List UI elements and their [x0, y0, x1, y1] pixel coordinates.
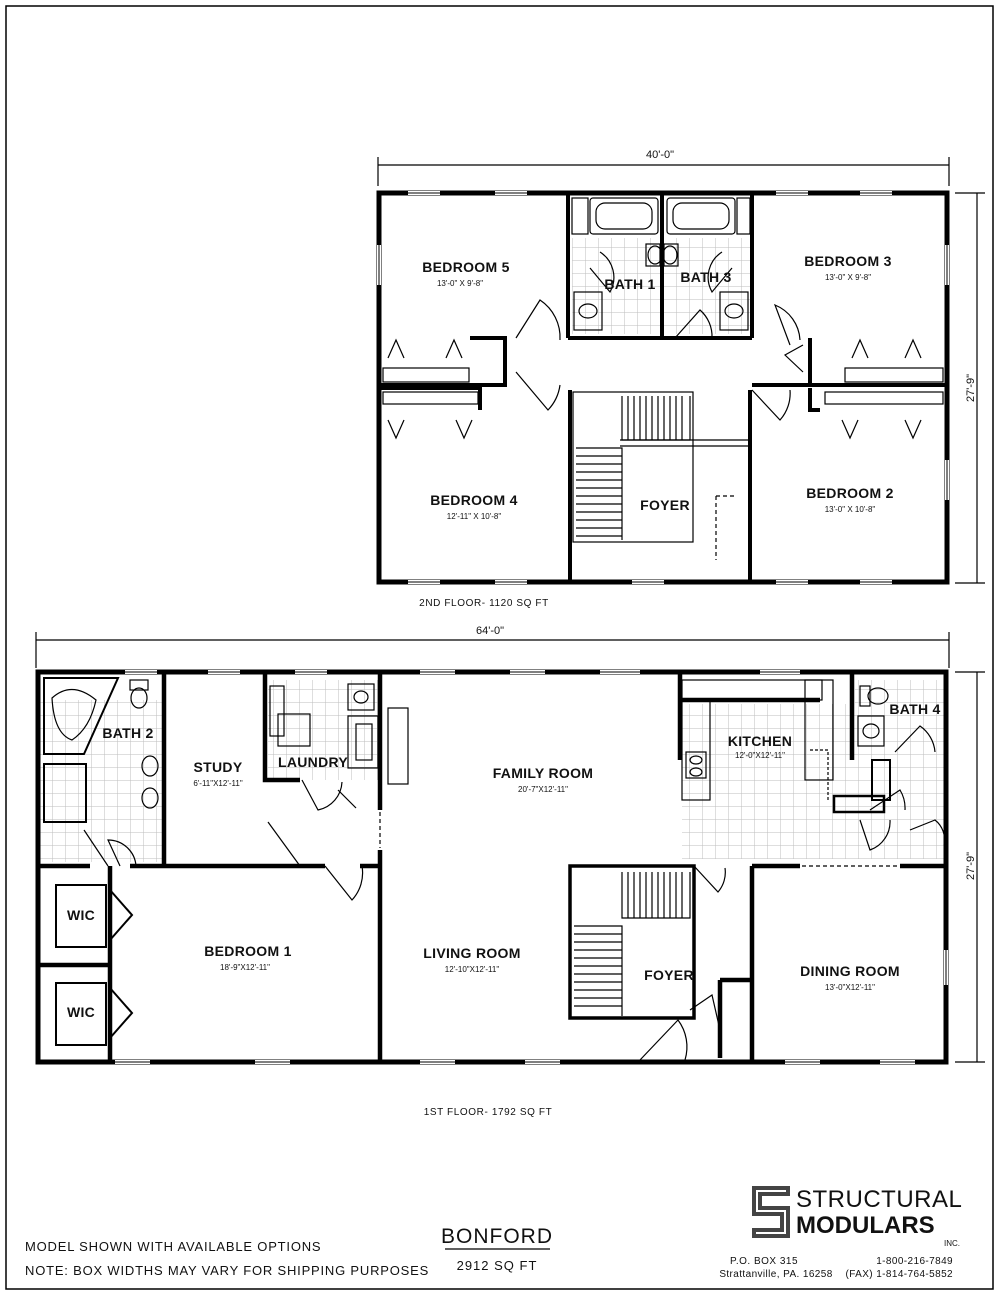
sheet-border: [5, 5, 994, 1290]
upper-width-dimension: 40'-0": [377, 149, 950, 186]
room-size-bedroom-2: 13'-0" X 10'-8": [825, 505, 876, 514]
main-floor-caption: 1ST FLOOR- 1792 SQ FT: [424, 1107, 553, 1118]
structural-modulars-logo-icon: [752, 1186, 790, 1238]
room-label-bedroom-5: BEDROOM 5: [422, 259, 510, 275]
room-label-bedroom-3: BEDROOM 3: [804, 253, 892, 269]
room-label-bedroom-1: BEDROOM 1: [204, 943, 292, 959]
title-block: MODEL SHOWN WITH AVAILABLE OPTIONS NOTE:…: [25, 1186, 962, 1280]
main-exterior-wall: [35, 669, 949, 1065]
upper-window-marks: [378, 192, 948, 583]
second-floor-plan: 40'-0" 27'-9": [376, 149, 985, 609]
room-label-wic-lower: WIC: [67, 1004, 95, 1020]
fax-number: (FAX) 1-814-764-5852: [845, 1269, 953, 1280]
room-label-bath-1: BATH 1: [604, 276, 655, 292]
upper-tubs: [571, 197, 751, 235]
note-model-options: MODEL SHOWN WITH AVAILABLE OPTIONS: [25, 1239, 321, 1254]
address-po-box: P.O. BOX 315: [730, 1256, 798, 1267]
room-size-bedroom-1: 18'-9"X12'-11": [220, 963, 270, 972]
room-size-bedroom-5: 13'-0" X 9'-8": [437, 279, 483, 288]
room-label-upper-foyer: FOYER: [640, 497, 690, 513]
upper-depth-dimension: 27'-9": [955, 192, 985, 584]
room-size-living-room: 12'-10"X12'-11": [445, 965, 500, 974]
main-window-marks: [115, 671, 947, 1063]
brand-name-line2: MODULARS: [796, 1212, 935, 1239]
upper-width-label: 40'-0": [646, 149, 674, 161]
room-label-bath-3: BATH 3: [680, 269, 731, 285]
bath4-fixtures: [857, 685, 936, 801]
note-box-widths: NOTE: BOX WIDTHS MAY VARY FOR SHIPPING P…: [25, 1263, 429, 1278]
room-label-laundry: LAUNDRY: [278, 754, 348, 770]
model-name: BONFORD: [441, 1225, 553, 1248]
room-label-bedroom-2: BEDROOM 2: [806, 485, 894, 501]
room-size-family-room: 20'-7"X12'-11": [518, 785, 568, 794]
room-label-bedroom-4: BEDROOM 4: [430, 492, 518, 508]
upper-depth-label: 27'-9": [965, 374, 977, 402]
upper-interior-walls: [381, 193, 945, 582]
room-label-dining-room: DINING ROOM: [800, 963, 900, 979]
main-doors: [267, 789, 946, 1061]
room-size-kitchen: 12'-0"X12'-11": [735, 751, 785, 760]
room-label-family-room: FAMILY ROOM: [493, 765, 594, 781]
room-size-bedroom-4: 12'-11" X 10'-8": [447, 512, 502, 521]
room-label-study: STUDY: [194, 759, 243, 775]
room-label-living-room: LIVING ROOM: [423, 945, 520, 961]
upper-doors: [515, 251, 804, 421]
room-label-wic-upper: WIC: [67, 907, 95, 923]
wic-closets: [55, 884, 134, 1046]
main-depth-label: 27'-9": [965, 852, 977, 880]
upper-closets: [382, 338, 944, 440]
laundry-fixtures: [269, 683, 409, 811]
brand-suffix: INC.: [944, 1239, 960, 1248]
room-label-bath-2: BATH 2: [102, 725, 153, 741]
upper-fixtures: [573, 243, 749, 331]
main-depth-dimension: 27'-9": [955, 671, 985, 1063]
bath2-tile: [40, 700, 162, 862]
room-label-bath-4: BATH 4: [889, 701, 940, 717]
room-size-bedroom-3: 13'-0" X 9'-8": [825, 273, 871, 282]
upper-stairs: [572, 391, 748, 560]
room-size-study: 6'-11"X12'-11": [193, 779, 243, 788]
room-size-dining-room: 13'-0"X12'-11": [825, 983, 875, 992]
main-stairs: [568, 864, 726, 1020]
room-label-main-foyer: FOYER: [644, 967, 694, 983]
main-width-dimension: 64'-0": [35, 625, 950, 668]
model-sqft: 2912 SQ FT: [457, 1258, 538, 1273]
bath2-fixtures: [43, 677, 159, 867]
first-floor-plan: 64'-0" 27'-9": [35, 625, 985, 1118]
address-city: Strattanville, PA. 16258: [719, 1269, 832, 1280]
main-width-label: 64'-0": [476, 625, 504, 637]
room-label-kitchen: KITCHEN: [728, 733, 792, 749]
phone-number: 1-800-216-7849: [876, 1256, 953, 1267]
kitchen-fixtures: [681, 679, 886, 814]
upper-floor-caption: 2ND FLOOR- 1120 SQ FT: [419, 598, 549, 609]
brand-name-line1: STRUCTURAL: [796, 1186, 962, 1213]
laundry-tile: [268, 680, 380, 780]
